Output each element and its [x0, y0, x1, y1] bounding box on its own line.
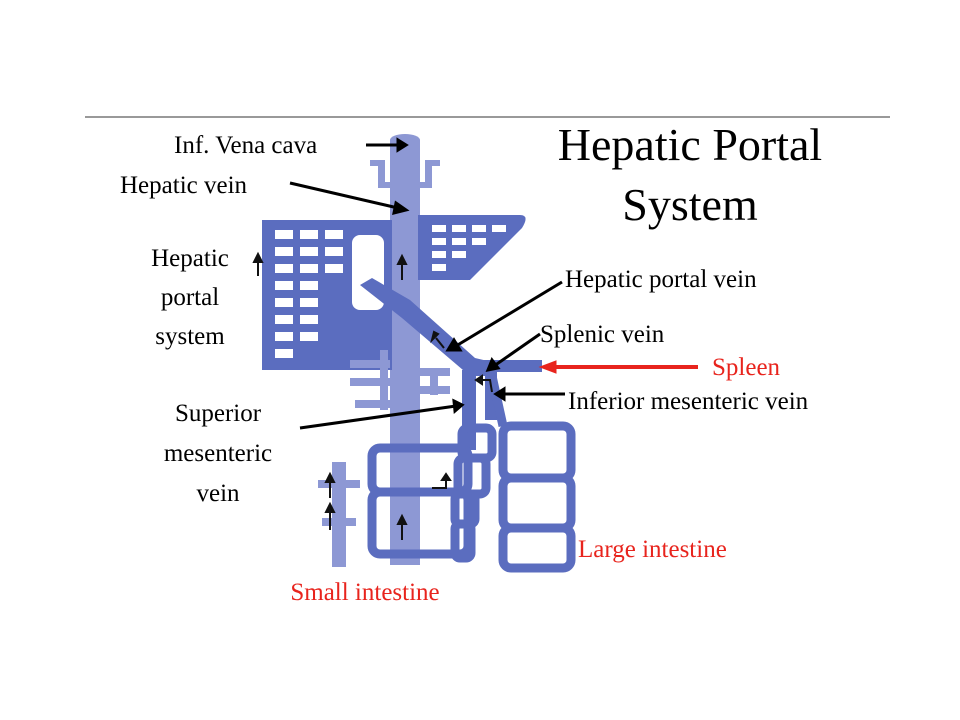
label-superior-mesenteric-vein-2: mesenteric [164, 440, 272, 467]
small-intestine-branches [318, 350, 450, 567]
label-small-intestine: Small intestine [290, 579, 439, 606]
large-intestine-arcades [487, 375, 576, 573]
vessel-illustration [252, 134, 576, 573]
label-superior-mesenteric-vein-3: vein [196, 480, 240, 507]
liver-right-lobe [418, 215, 526, 280]
label-hepatic-portal-system-1: Hepatic [151, 245, 229, 272]
label-inf-vena-cava: Inf. Vena cava [174, 132, 317, 159]
label-hepatic-portal-system-3: system [155, 323, 225, 350]
label-spleen: Spleen [712, 354, 781, 381]
leader-lines [289, 137, 565, 430]
label-superior-mesenteric-vein-1: Superior [175, 400, 262, 427]
label-hepatic-portal-vein: Hepatic portal vein [565, 266, 757, 293]
intestinal-arcades [367, 423, 497, 563]
title-line-1: Hepatic Portal [558, 119, 822, 170]
title-line-2: System [622, 179, 758, 230]
flow-arrows [252, 251, 493, 540]
label-inferior-mesenteric-vein: Inferior mesenteric vein [568, 388, 809, 415]
label-splenic-vein: Splenic vein [540, 321, 665, 348]
label-large-intestine: Large intestine [578, 536, 727, 563]
label-hepatic-portal-system-2: portal [161, 284, 219, 311]
liver-left-lobe [262, 220, 392, 370]
label-hepatic-vein: Hepatic vein [120, 172, 248, 199]
spleen-arrow [538, 360, 698, 374]
